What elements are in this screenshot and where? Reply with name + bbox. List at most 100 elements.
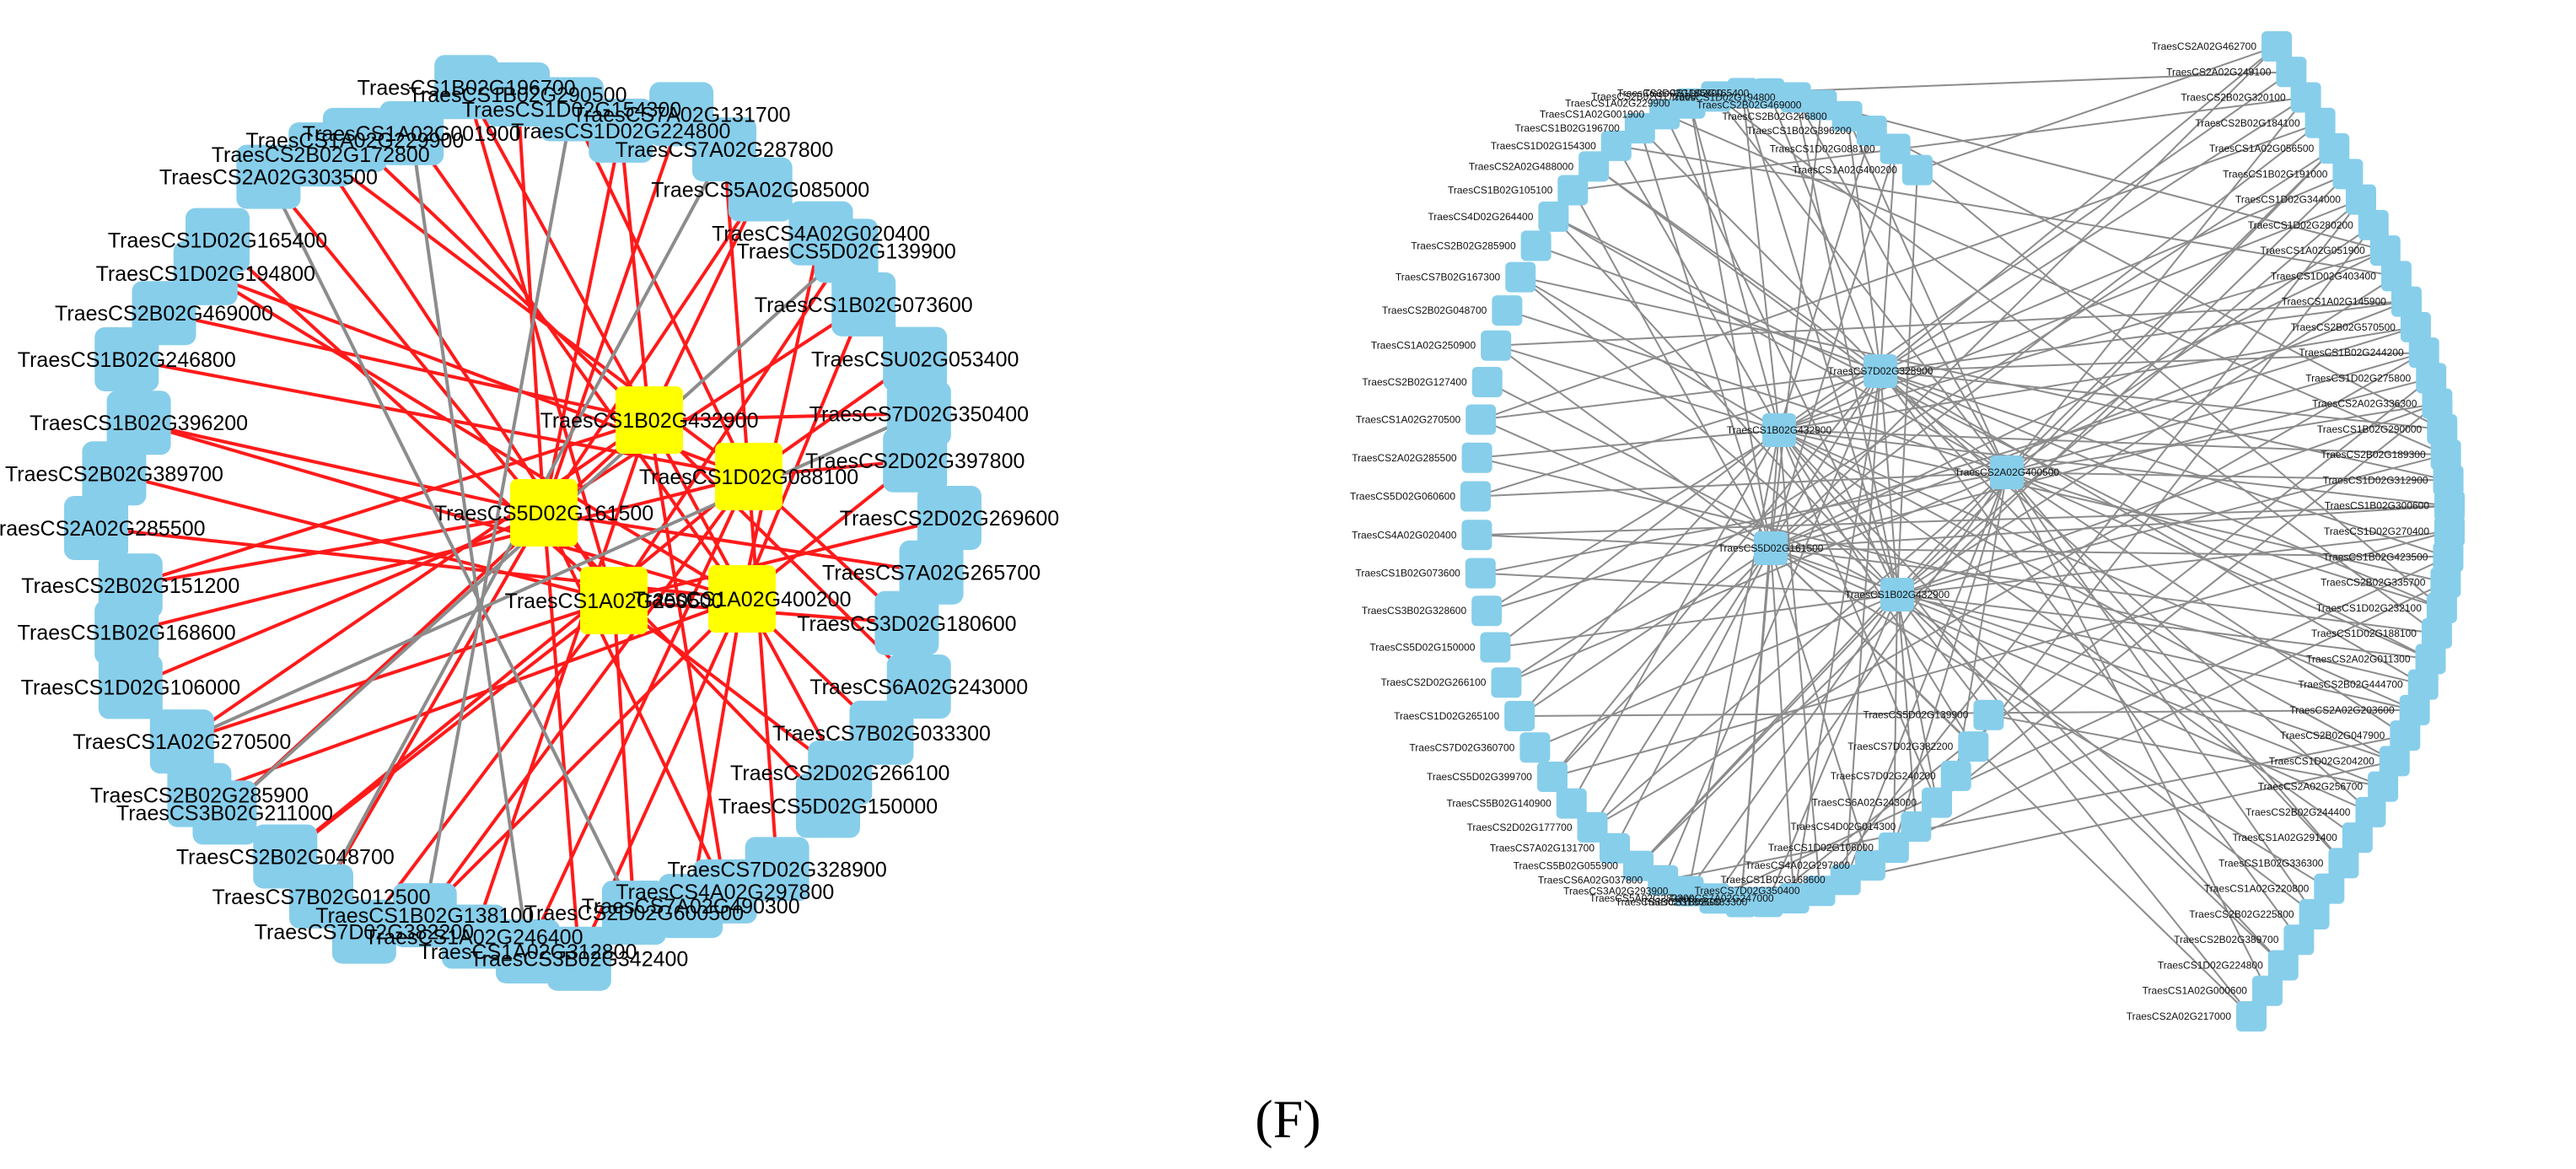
edge bbox=[1552, 216, 1898, 595]
gene-node bbox=[192, 780, 257, 845]
gene-node-label: TraesCS1B02G191000 bbox=[2223, 168, 2328, 180]
edge bbox=[180, 412, 920, 744]
hub-edge bbox=[410, 132, 744, 601]
gene-node-label: TraesCS3D02G180600 bbox=[797, 612, 1016, 636]
gene-node-label: TraesCSU02G053400 bbox=[811, 348, 1019, 372]
gene-node-label: TraesCS3B02G342400 bbox=[470, 948, 688, 972]
gene-node-label: TraesCS1A02G001900 bbox=[1540, 108, 1645, 120]
inner-gene-node-label: TraesCS1B02G432900 bbox=[1727, 424, 1832, 436]
gene-node bbox=[692, 859, 757, 924]
hub-edge bbox=[648, 188, 762, 421]
edge bbox=[1880, 370, 2424, 686]
hub-edge bbox=[542, 512, 581, 959]
gene-node-label: TraesCS2B02G570500 bbox=[2291, 321, 2396, 333]
gene-node-label: TraesCS1A02G220800 bbox=[2204, 883, 2310, 895]
edge bbox=[1519, 276, 1780, 431]
hub-edge bbox=[284, 599, 616, 859]
edge bbox=[1713, 471, 2008, 899]
hub-edge bbox=[423, 475, 750, 917]
gene-node-label: TraesCS5D02G150000 bbox=[718, 795, 938, 818]
gene-node bbox=[1504, 700, 1535, 731]
gene-node-label: TraesCS1B02G073600 bbox=[1355, 568, 1460, 579]
gene-node bbox=[2430, 439, 2461, 471]
gene-node-label: TraesCS1A02G250900 bbox=[1371, 340, 1476, 352]
gene-node-label: TraesCS2A02G249100 bbox=[2166, 66, 2272, 78]
gene-node-label: TraesCS3D02G186600 bbox=[1616, 896, 1721, 908]
edge bbox=[1495, 344, 1780, 431]
gene-node-label: TraesCS2B02G335700 bbox=[2321, 577, 2426, 589]
gene-node-label: TraesCS5D02G399700 bbox=[1427, 771, 1532, 783]
hub-node bbox=[510, 479, 578, 547]
gene-node-label: TraesCS1B02G300600 bbox=[2325, 500, 2430, 512]
hub-edge bbox=[543, 511, 932, 574]
gene-node bbox=[1831, 100, 1863, 132]
gene-node-label: TraesCS1D02G204200 bbox=[2269, 755, 2374, 767]
gene-node-label: TraesCS2B02G225800 bbox=[2189, 908, 2294, 920]
gene-node bbox=[2434, 516, 2465, 547]
gene-node bbox=[2290, 82, 2321, 113]
edge bbox=[1519, 429, 1780, 717]
gene-node-label: TraesCS2B02G285900 bbox=[1411, 240, 1516, 251]
edge bbox=[1476, 429, 1780, 459]
edge bbox=[1847, 115, 2443, 430]
edge bbox=[1892, 594, 1898, 848]
gene-node bbox=[486, 62, 551, 127]
gene-node-label: TraesCS1B02G383300 bbox=[1643, 896, 1748, 908]
edge bbox=[2006, 471, 2315, 915]
gene-node bbox=[2390, 286, 2422, 317]
gene-node bbox=[2433, 465, 2464, 496]
gene-node-label: TraesCS5A02G085000 bbox=[651, 179, 869, 202]
gene-node-label: TraesCS7B02G167300 bbox=[1396, 272, 1501, 283]
gene-node-label: TraesCS2D02G397800 bbox=[805, 450, 1024, 473]
gene-node-label: TraesCS1B02G105100 bbox=[1448, 184, 1553, 196]
gene-node bbox=[288, 122, 353, 187]
gene-node-label: TraesCS1B02G290000 bbox=[2317, 423, 2423, 435]
edge bbox=[2006, 471, 2449, 482]
gene-node-label: TraesCS1A02G229900 bbox=[1565, 98, 1670, 110]
edge bbox=[1844, 370, 1881, 881]
gene-node-label: TraesCS1A02G400200 bbox=[1793, 164, 1898, 176]
gene-node bbox=[2434, 490, 2466, 521]
gene-node-label: TraesCS7A02G131700 bbox=[1490, 843, 1595, 854]
gene-node-label: TraesCS2B02G244400 bbox=[2245, 806, 2351, 818]
edge bbox=[1487, 381, 1898, 595]
gene-node-label: TraesCS2A02G285500 bbox=[1352, 452, 1457, 464]
edge bbox=[1917, 46, 2278, 171]
edge bbox=[1770, 547, 2371, 813]
edge bbox=[1770, 46, 2278, 549]
inner-gene-node bbox=[1880, 578, 1914, 611]
edge bbox=[1664, 113, 1898, 595]
hub-edge bbox=[740, 304, 866, 600]
gene-node bbox=[2355, 796, 2386, 827]
gene-node-label: TraesCS1A02G270500 bbox=[73, 730, 291, 754]
gene-node-label: TraesCS1A02G000600 bbox=[2143, 985, 2248, 997]
edge bbox=[1794, 96, 2008, 473]
gene-node bbox=[1878, 832, 1909, 863]
gene-node-label: TraesCS2B02G469000 bbox=[55, 302, 273, 326]
edge bbox=[2006, 471, 2345, 865]
gene-node bbox=[1600, 832, 1630, 864]
gene-node-label: TraesCS1B02G073600 bbox=[755, 294, 973, 317]
gene-node bbox=[874, 590, 939, 655]
gene-node bbox=[2379, 746, 2410, 777]
gene-node bbox=[2368, 771, 2399, 802]
edge bbox=[1664, 113, 2447, 456]
edge bbox=[1844, 471, 2008, 881]
edge bbox=[2006, 352, 2424, 473]
edge bbox=[1795, 96, 2386, 252]
hub-edge bbox=[613, 516, 950, 602]
edge bbox=[2006, 224, 2374, 473]
gene-node-label: TraesCS7A02G287800 bbox=[616, 138, 834, 162]
edge bbox=[1778, 429, 2416, 711]
edge bbox=[1896, 594, 2315, 915]
edge bbox=[1770, 547, 1871, 866]
edge bbox=[1778, 429, 1821, 892]
edge bbox=[1481, 370, 1881, 421]
hub-edge bbox=[198, 597, 743, 797]
edge bbox=[1819, 198, 2362, 892]
hub-edge bbox=[353, 138, 651, 422]
gene-node-label: TraesCS2B02G048700 bbox=[1382, 304, 1487, 316]
hub-edge bbox=[126, 357, 750, 478]
gene-node-label: TraesCS2B02G469000 bbox=[1697, 99, 1802, 110]
edge bbox=[1896, 531, 2450, 595]
